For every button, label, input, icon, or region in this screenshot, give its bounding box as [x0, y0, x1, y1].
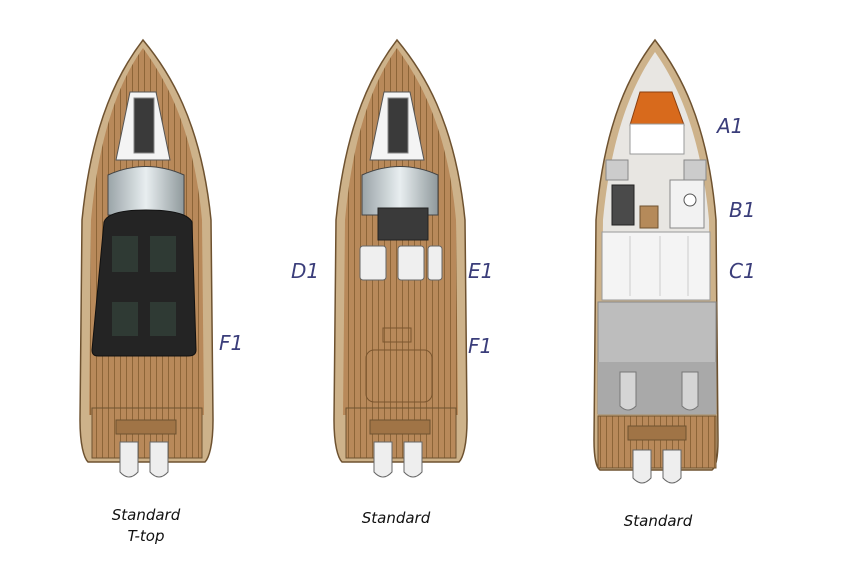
caption-line-2: T-top — [127, 527, 165, 545]
label-f1-a: F1 — [219, 331, 243, 355]
label-a1: A1 — [715, 114, 743, 138]
caption-boat-2: Standard — [346, 508, 446, 529]
sunroof-icon — [387, 97, 409, 154]
caption-boat-3: Standard — [608, 511, 708, 532]
boat-ttop — [79, 38, 214, 478]
boat-standard-interior — [593, 38, 719, 484]
label-f1-b: F1 — [468, 334, 492, 358]
windshield-icon — [361, 166, 439, 216]
label-c1: C1 — [729, 259, 756, 283]
outboard-engine-icon — [373, 441, 423, 478]
caption-boat-1: Standard T-top — [96, 505, 196, 547]
caption-line-1: Standard — [361, 509, 431, 527]
helm-console — [377, 207, 429, 241]
helm-seat-icon — [359, 245, 443, 281]
t-top-canopy — [91, 209, 197, 357]
sunroof-icon — [133, 97, 155, 154]
outboard-engine-icon — [619, 371, 699, 411]
label-d1: D1 — [291, 259, 319, 283]
caption-line-1: Standard — [111, 506, 181, 524]
outboard-engine-icon — [632, 449, 682, 484]
label-b1: B1 — [729, 198, 755, 222]
salon-area — [601, 231, 711, 301]
boat-standard-open — [333, 38, 468, 478]
windshield-icon — [107, 166, 185, 216]
swim-platform — [597, 415, 717, 469]
label-e1: E1 — [468, 259, 493, 283]
caption-line-1: Standard — [623, 512, 693, 530]
outboard-engine-icon — [119, 441, 169, 478]
